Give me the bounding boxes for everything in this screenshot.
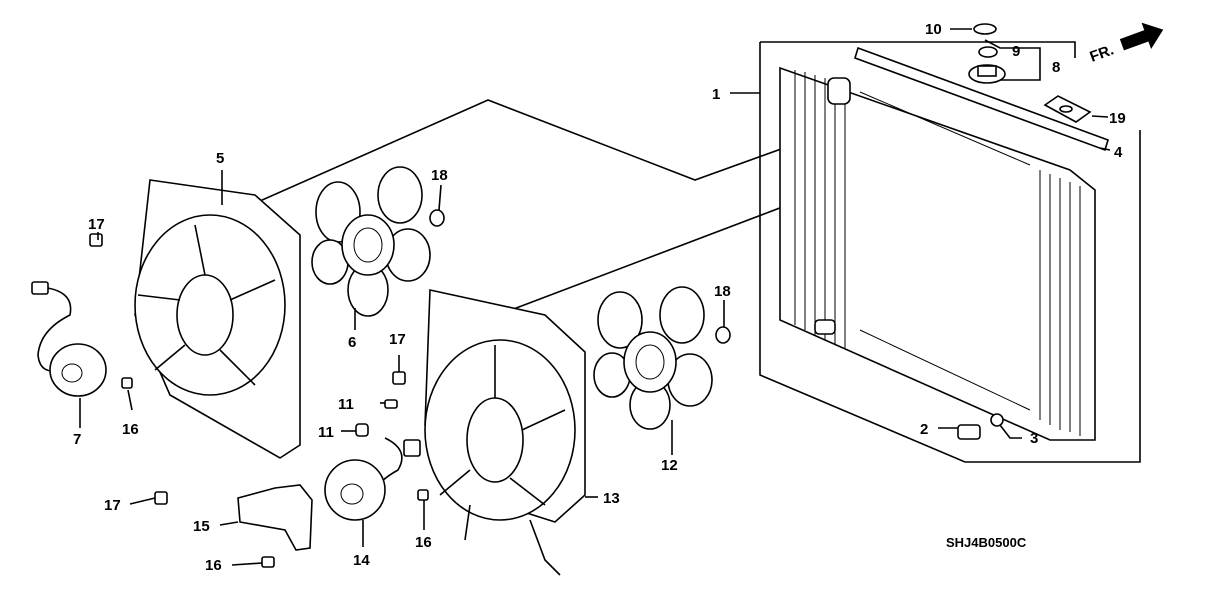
radiator-mount-gasket [1043, 95, 1092, 123]
callout-6: 6 [348, 334, 356, 351]
callout-19: 19 [1109, 110, 1126, 127]
callout-18b: 18 [714, 283, 731, 300]
left-fan-motor [31, 281, 107, 397]
callout-2: 2 [920, 421, 928, 438]
callout-17b: 17 [389, 331, 406, 348]
callout-7: 7 [73, 431, 81, 448]
callout-9: 9 [1012, 43, 1020, 60]
radiator [779, 66, 1096, 441]
callout-3: 3 [1030, 430, 1038, 447]
callout-17a: 17 [88, 216, 105, 233]
callout-12: 12 [661, 457, 678, 474]
callout-11b: 11 [318, 424, 334, 441]
callout-11a: 11 [338, 396, 354, 413]
right-fan-blade [593, 286, 713, 430]
callout-8: 8 [1052, 59, 1060, 76]
drain-plug [957, 413, 1004, 440]
callout-4: 4 [1114, 144, 1123, 161]
radiator-assembly-bracket [759, 41, 1141, 463]
callout-17c: 17 [104, 497, 121, 514]
diagram-code: SHJ4B0500C [946, 535, 1027, 550]
front-direction-arrow: FR. [1088, 22, 1164, 66]
callout-14: 14 [353, 552, 370, 569]
radiator-upper-rail [854, 46, 1109, 152]
callout-15: 15 [193, 518, 210, 535]
callout-labels: 1 2 3 4 5 6 7 8 9 10 11 11 12 13 14 15 1… [73, 21, 1126, 574]
right-fan-motor [324, 437, 421, 521]
left-fan-shroud [134, 179, 301, 459]
left-fan-blade [311, 166, 431, 317]
callout-16b: 16 [415, 534, 432, 551]
fasteners [89, 209, 731, 568]
front-arrow-label: FR. [1088, 42, 1117, 66]
callout-16a: 16 [122, 421, 139, 438]
callout-10: 10 [925, 21, 942, 38]
callout-16c: 16 [205, 557, 222, 574]
right-fan-shroud [424, 289, 586, 576]
callout-1: 1 [712, 86, 720, 103]
radiator-cap [968, 23, 1006, 84]
callout-leaders [79, 28, 1111, 566]
callout-13: 13 [603, 490, 620, 507]
motor-cover [237, 484, 313, 551]
callout-18a: 18 [431, 167, 448, 184]
callout-5: 5 [216, 150, 224, 167]
